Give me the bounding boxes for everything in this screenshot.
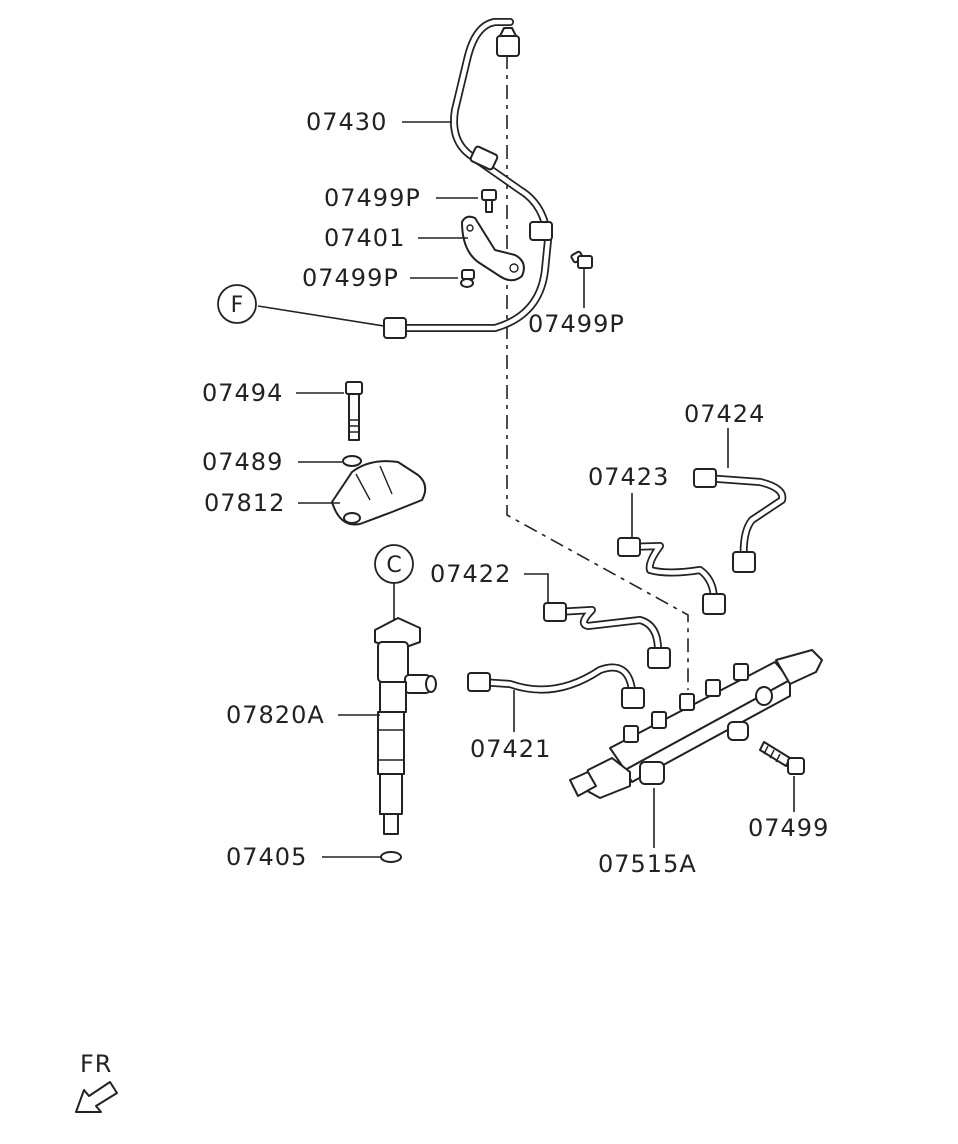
label-07820a: 07820A: [226, 701, 325, 729]
front-label: FR: [80, 1050, 112, 1078]
callout-f: F: [217, 284, 257, 324]
front-direction-indicator: FR: [75, 1050, 118, 1113]
pipe-07422: [543, 602, 671, 669]
bolt-07494: [345, 381, 363, 441]
label-07499: 07499: [748, 814, 829, 842]
label-07494: 07494: [202, 379, 283, 407]
label-07422: 07422: [430, 560, 511, 588]
bolt-07499p-top: [481, 189, 497, 213]
label-07499p-c: 07499P: [528, 310, 625, 338]
washer-07489: [342, 455, 362, 467]
arrow-down-left-icon: [75, 1081, 118, 1113]
pipe-07424: [693, 468, 787, 573]
label-07401: 07401: [324, 224, 405, 252]
callout-c: C: [374, 544, 414, 584]
svg-text:F: F: [231, 293, 244, 318]
leader-f: [257, 305, 385, 327]
clamp-07812: [331, 460, 427, 526]
label-07421: 07421: [470, 735, 551, 763]
label-07499p-b: 07499P: [302, 264, 399, 292]
label-07515a: 07515A: [598, 850, 697, 878]
label-07812: 07812: [204, 489, 285, 517]
leader-07422: [524, 573, 549, 602]
label-07430: 07430: [306, 108, 387, 136]
common-rail-07515a: [569, 649, 823, 799]
bolt-07499p-right: [570, 250, 593, 269]
injector-07820a: [374, 617, 437, 835]
label-07424: 07424: [684, 400, 765, 428]
svg-text:C: C: [386, 553, 401, 578]
gasket-07405: [380, 851, 402, 863]
bolt-07499: [759, 741, 805, 775]
label-07423: 07423: [588, 463, 669, 491]
label-07489: 07489: [202, 448, 283, 476]
reference-dash-line: [506, 55, 689, 690]
bracket-07401: [461, 215, 525, 282]
pipe-07430: [383, 18, 553, 339]
label-07405: 07405: [226, 843, 307, 871]
pipe-07423: [617, 537, 726, 615]
label-07499p-a: 07499P: [324, 184, 421, 212]
pipe-07421: [467, 663, 645, 709]
bolt-07499p-mid: [460, 269, 475, 288]
